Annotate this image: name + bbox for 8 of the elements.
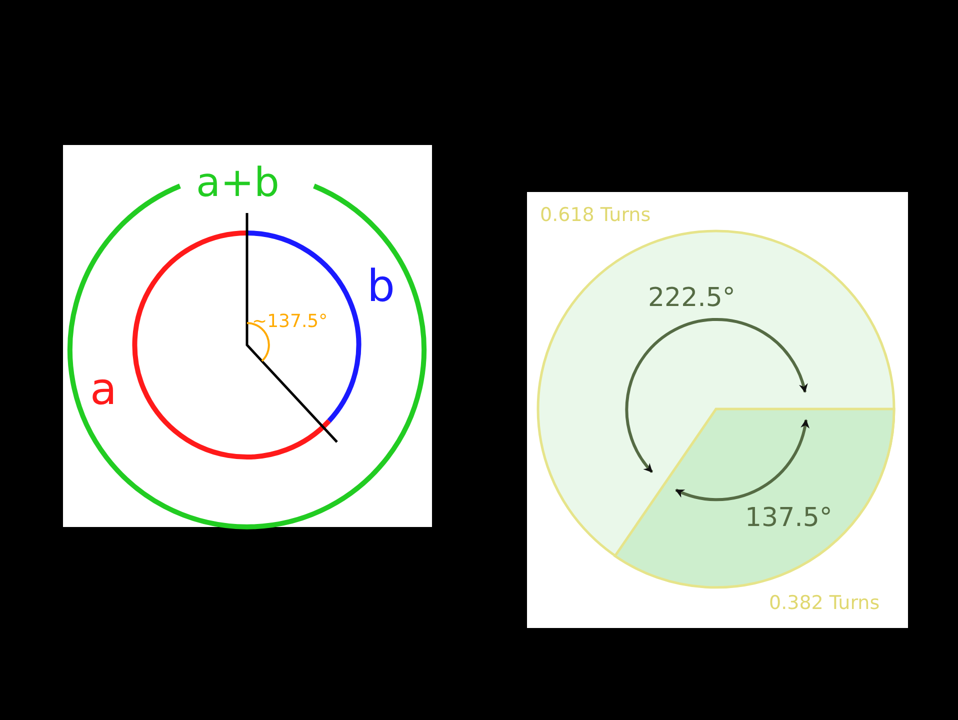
arc-label: b [367, 265, 395, 309]
turns-label: 0.382 Turns [769, 594, 880, 613]
turns-label: 0.618 Turns [540, 206, 651, 225]
arc-label: a+b [196, 163, 280, 203]
angle-label: 222.5° [648, 285, 736, 311]
angle-label: ~137.5° [252, 313, 328, 331]
arc-label: a [90, 368, 117, 412]
angle-label: 137.5° [745, 505, 832, 531]
